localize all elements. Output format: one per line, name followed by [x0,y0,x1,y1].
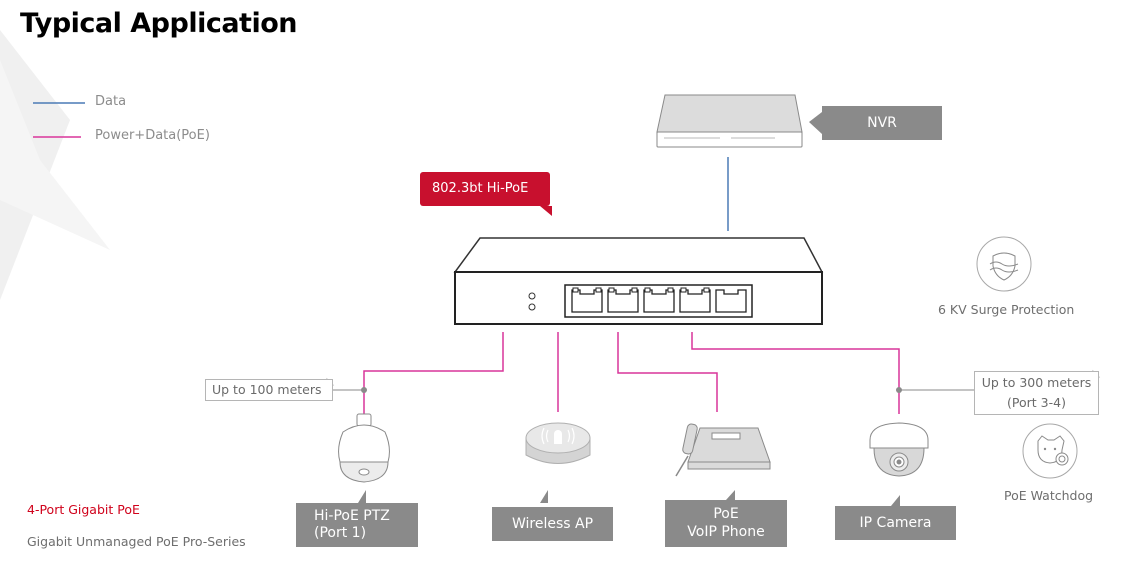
wireless-ap-icon [525,422,591,464]
product-name: 4-Port Gigabit PoE [27,502,140,517]
ethernet-port-icon [679,289,711,313]
background-decoration [0,30,110,300]
callout-tail [809,112,822,134]
device-tag-camera: IP Camera [835,506,956,540]
surge-protection-label: 6 KV Surge Protection [938,302,1075,317]
nvr-tag: NVR [822,106,942,140]
port-led-icon [703,287,710,293]
port-led-icon [572,287,579,293]
ethernet-port-icon [571,289,603,313]
port-led-icon [680,287,687,293]
poe-link-camera [691,332,900,414]
port-led-icon [631,287,638,293]
nvr-icon [656,94,803,148]
hipoe-callout: 802.3bt Hi-PoE [420,172,550,206]
port-group [571,287,747,313]
device-tag-phone-line2: VoIP Phone [687,524,765,540]
callout-tail [726,490,735,500]
device-tag-phone: PoE VoIP Phone [665,500,787,547]
watchdog-label: PoE Watchdog [1004,488,1094,503]
distance-note-right: Up to 300 meters (Port 3-4) [974,371,1099,415]
callout-tail [540,490,548,503]
device-tag-ptz-line2: (Port 1) [314,525,367,541]
poe-link-phone [617,332,718,412]
legend-data-label: Data [95,94,127,109]
port-led-icon [667,287,674,293]
distance-note-right-line1: Up to 300 meters [981,375,1092,390]
voip-phone-icon [675,423,771,477]
ptz-camera-icon [338,413,390,483]
product-series: Gigabit Unmanaged PoE Pro-Series [27,534,246,549]
callout-tail [891,495,900,506]
switch-icon [453,237,824,325]
port-led-icon [608,287,615,293]
ethernet-port-icon [607,289,639,313]
port-led-icon [644,287,651,293]
device-tag-ap: Wireless AP [492,507,613,541]
poe-link-ptz [363,332,504,414]
callout-tail [540,206,552,216]
device-tag-ptz-line1: Hi-PoE PTZ [314,508,390,524]
distance-node-left [361,387,367,393]
watchdog-icon [1022,423,1078,479]
device-tag-ptz: Hi-PoE PTZ (Port 1) [296,503,418,547]
legend-poe-label: Power+Data(PoE) [95,128,210,143]
ip-camera-icon [869,422,929,477]
ethernet-port-icon [715,289,747,313]
distance-note-right-line2: (Port 3-4) [1007,395,1066,410]
distance-node-right [896,387,902,393]
callout-tail [358,490,366,503]
led-icon [528,303,536,311]
legend-swatches [33,102,85,138]
shield-wave-icon [976,236,1032,292]
distance-note-left: Up to 100 meters [205,379,333,401]
page-title: Typical Application [20,8,298,39]
device-tag-phone-line1: PoE [713,506,739,522]
port-led-icon [595,287,602,293]
ethernet-port-icon [643,289,675,313]
led-icon [528,292,536,300]
